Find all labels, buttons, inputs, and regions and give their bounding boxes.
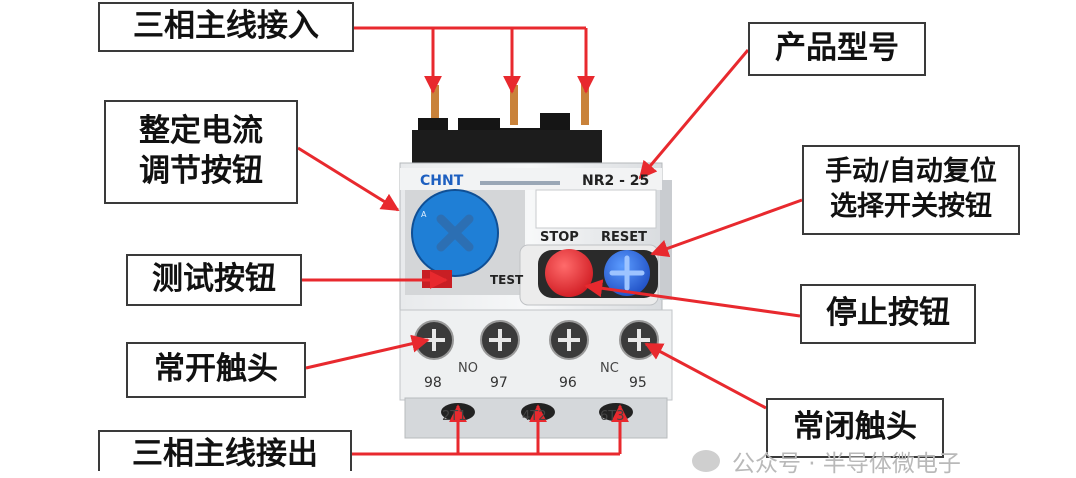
terminal-98: 98 [424, 375, 442, 391]
label-model: 产品型号 [748, 22, 926, 76]
reset-text: RESET [601, 230, 647, 245]
label-three-phase-out: 三相主线接出 [98, 430, 352, 472]
label-no-contact: 常开触头 [126, 342, 306, 398]
device-text: CHNT NR2 - 25 STOP RESET TEST 98 97 96 9… [420, 173, 649, 424]
model-code-text: NR2 - 25 [582, 173, 649, 189]
terminal-97: 97 [490, 375, 508, 391]
label-setting-knob-line2: 调节按钮 [139, 153, 263, 189]
terminal-4t2: 4T2 [522, 409, 546, 424]
label-stop-button-text: 停止按钮 [826, 295, 950, 332]
wechat-icon [692, 450, 720, 472]
label-model-text: 产品型号 [775, 30, 899, 67]
terminal-6t3: 6T3 [600, 409, 624, 424]
brand-text: CHNT [420, 173, 464, 189]
watermark: 公众号 · 半导体微电子 [692, 448, 961, 477]
contact-terminal-strip [399, 309, 673, 401]
no-text: NO [458, 361, 478, 376]
label-three-phase-in-text: 三相主线接入 [133, 8, 319, 45]
label-manual-auto-reset: 手动/自动复位 选择开关按钮 [802, 145, 1020, 235]
label-manual-auto-line1: 手动/自动复位 [825, 156, 997, 188]
label-setting-knob: 整定电流 调节按钮 [104, 100, 298, 204]
nc-text: NC [600, 361, 619, 376]
top-terminals [412, 80, 602, 165]
stop-text: STOP [540, 230, 579, 245]
terminal-96: 96 [559, 375, 577, 391]
test-text: TEST [490, 273, 524, 287]
label-three-phase-out-text: 三相主线接出 [132, 436, 318, 472]
label-three-phase-in: 三相主线接入 [98, 2, 354, 52]
label-no-contact-text: 常开触头 [154, 351, 278, 388]
label-nc-contact: 常闭触头 [766, 398, 944, 458]
svg-text:A: A [421, 210, 427, 219]
label-stop-button: 停止按钮 [800, 284, 976, 344]
label-manual-auto-line2: 选择开关按钮 [830, 191, 992, 222]
label-nc-contact-text: 常闭触头 [793, 409, 917, 446]
terminal-95: 95 [629, 375, 647, 391]
label-test-button-text: 测试按钮 [152, 261, 276, 298]
callout-arrows [297, 26, 803, 456]
stop-reset-buttons [545, 249, 650, 297]
label-setting-knob-line1: 整定电流 [139, 113, 263, 150]
watermark-text: 公众号 · 半导体微电子 [732, 451, 961, 477]
terminal-2t1: 2T1 [442, 409, 466, 424]
label-test-button: 测试按钮 [126, 254, 302, 306]
